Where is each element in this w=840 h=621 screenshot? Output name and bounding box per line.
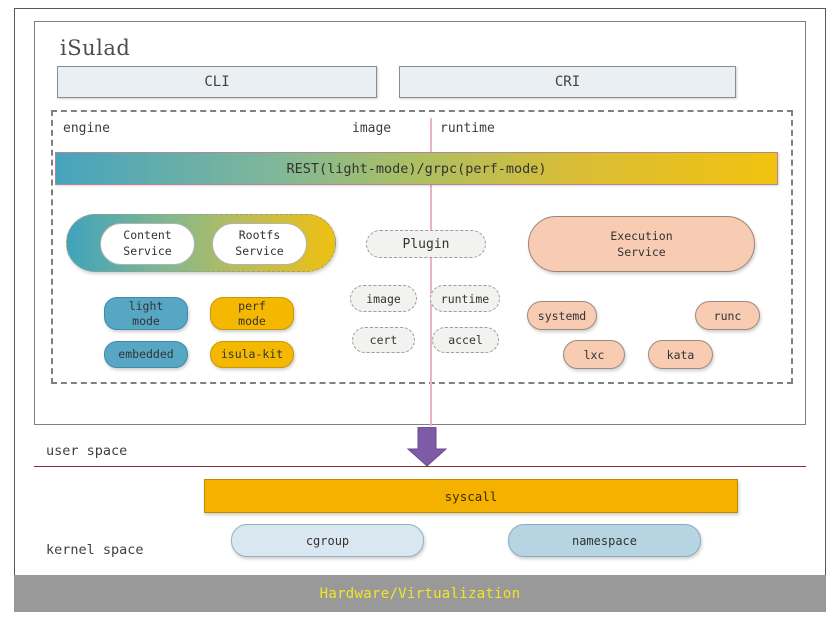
engine-pill-embedded[interactable]: embedded — [104, 341, 188, 368]
rest-grpc-bar: REST(light-mode)/grpc(perf-mode) — [55, 152, 778, 185]
cli-box[interactable]: CLI — [57, 66, 377, 98]
kernel-space-label: kernel space — [46, 542, 144, 558]
kernel-box-cgroup[interactable]: cgroup — [231, 524, 424, 557]
rootfs-service-label-line1: Rootfs — [238, 228, 281, 243]
plugin-header-box[interactable]: Plugin — [366, 230, 486, 258]
content-service-label-line2: Service — [123, 244, 172, 258]
engine-pill-isula-kit[interactable]: isula-kit — [210, 341, 294, 368]
plugin-box-accel[interactable]: accel — [432, 327, 499, 353]
execution-service-label-line2: Service — [617, 245, 666, 259]
down-arrow-icon — [405, 427, 449, 467]
hardware-virtualization-bar: Hardware/Virtualization — [14, 575, 826, 612]
runtime-pill-kata[interactable]: kata — [648, 340, 713, 369]
engine-pill-embedded-label: embedded — [118, 347, 174, 362]
rootfs-service-box[interactable]: Rootfs Service — [212, 223, 307, 265]
runtime-pill-runc[interactable]: runc — [695, 301, 760, 330]
engine-pill-light-mode-line1: light — [128, 298, 164, 313]
execution-service-box[interactable]: Execution Service — [528, 216, 755, 272]
runtime-pill-systemd[interactable]: systemd — [527, 301, 597, 330]
runtime-pill-lxc[interactable]: lxc — [563, 340, 625, 369]
page-title: iSulad — [60, 36, 131, 60]
plugin-box-image[interactable]: image — [350, 285, 417, 312]
engine-pill-perf-mode[interactable]: perf mode — [210, 297, 294, 330]
column-label-engine: engine — [63, 121, 110, 136]
service-capsule-group: Content Service Rootfs Service — [66, 214, 336, 272]
content-service-box[interactable]: Content Service — [100, 223, 195, 265]
rootfs-service-label-line2: Service — [235, 244, 284, 258]
column-divider-line — [430, 118, 432, 426]
kernel-box-namespace[interactable]: namespace — [508, 524, 701, 557]
execution-service-label-line1: Execution — [610, 228, 673, 243]
column-label-image: image — [352, 121, 392, 136]
content-service-label-line1: Content — [123, 228, 172, 243]
user-kernel-divider — [34, 466, 806, 467]
cri-box[interactable]: CRI — [399, 66, 736, 98]
engine-pill-perf-mode-line1: perf — [238, 298, 266, 313]
engine-dashed-container — [51, 110, 793, 384]
engine-pill-isula-kit-label: isula-kit — [220, 347, 284, 362]
user-space-label: user space — [46, 443, 128, 459]
engine-pill-light-mode[interactable]: light mode — [104, 297, 188, 330]
plugin-box-runtime[interactable]: runtime — [430, 285, 500, 312]
column-label-runtime: runtime — [440, 121, 495, 136]
engine-pill-perf-mode-line2: mode — [238, 313, 266, 328]
syscall-bar: syscall — [204, 479, 738, 513]
engine-pill-light-mode-line2: mode — [132, 313, 160, 328]
plugin-box-cert[interactable]: cert — [352, 327, 415, 353]
